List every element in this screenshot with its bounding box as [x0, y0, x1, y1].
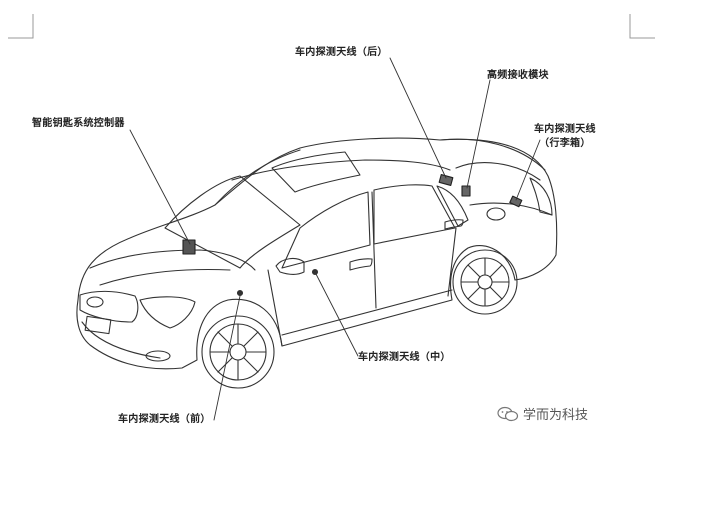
brand-logo [86, 296, 104, 308]
leader-hf-module [466, 79, 491, 189]
side-mirror [275, 257, 305, 275]
sunroof [271, 151, 361, 193]
front-side-window [281, 191, 371, 269]
fuel-cap [486, 207, 506, 221]
windshield [164, 175, 301, 269]
watermark-text: 学而为科技 [523, 408, 589, 423]
label-antenna-trunk: 车内探测天线 （行李箱） [534, 123, 596, 151]
license-plate [84, 315, 112, 335]
front-wheel [201, 315, 275, 389]
antenna-middle-marker [311, 268, 319, 276]
antenna-front-marker [236, 289, 244, 297]
antenna-rear-marker [438, 174, 454, 186]
front-grille [79, 290, 139, 323]
label-controller: 智能钥匙系统控制器 [32, 118, 125, 129]
wechat-icon [497, 406, 519, 421]
rear-wheel [452, 249, 518, 315]
leader-antenna-middle [315, 273, 359, 357]
label-antenna-rear: 车内探测天线（后） [295, 47, 388, 58]
controller-marker [182, 239, 196, 255]
front-door-handle [349, 258, 373, 271]
rear-side-window [373, 184, 456, 245]
car-body-outline [76, 137, 558, 370]
antenna-trunk-marker [509, 195, 523, 208]
rear-door-handle [444, 219, 464, 230]
tail-light [529, 177, 553, 216]
label-antenna-middle: 车内探测天线（中） [358, 352, 451, 363]
leader-antenna-front [213, 295, 241, 421]
headlight [139, 296, 196, 329]
label-antenna-trunk-line1: 车内探测天线 [534, 124, 596, 135]
label-antenna-front: 车内探测天线（前） [118, 414, 211, 425]
crop-mark-top-left [8, 14, 34, 39]
label-antenna-trunk-line2: （行李箱） [539, 138, 591, 149]
label-hf-module: 高频接收模块 [487, 70, 549, 81]
hf-module-marker [461, 185, 471, 197]
leader-antenna-rear [389, 57, 447, 179]
watermark: 学而为科技 [497, 404, 588, 423]
leader-controller [129, 129, 191, 245]
fog-light [145, 350, 171, 362]
crop-mark-top-right [629, 14, 655, 39]
leader-antenna-trunk [515, 139, 541, 201]
